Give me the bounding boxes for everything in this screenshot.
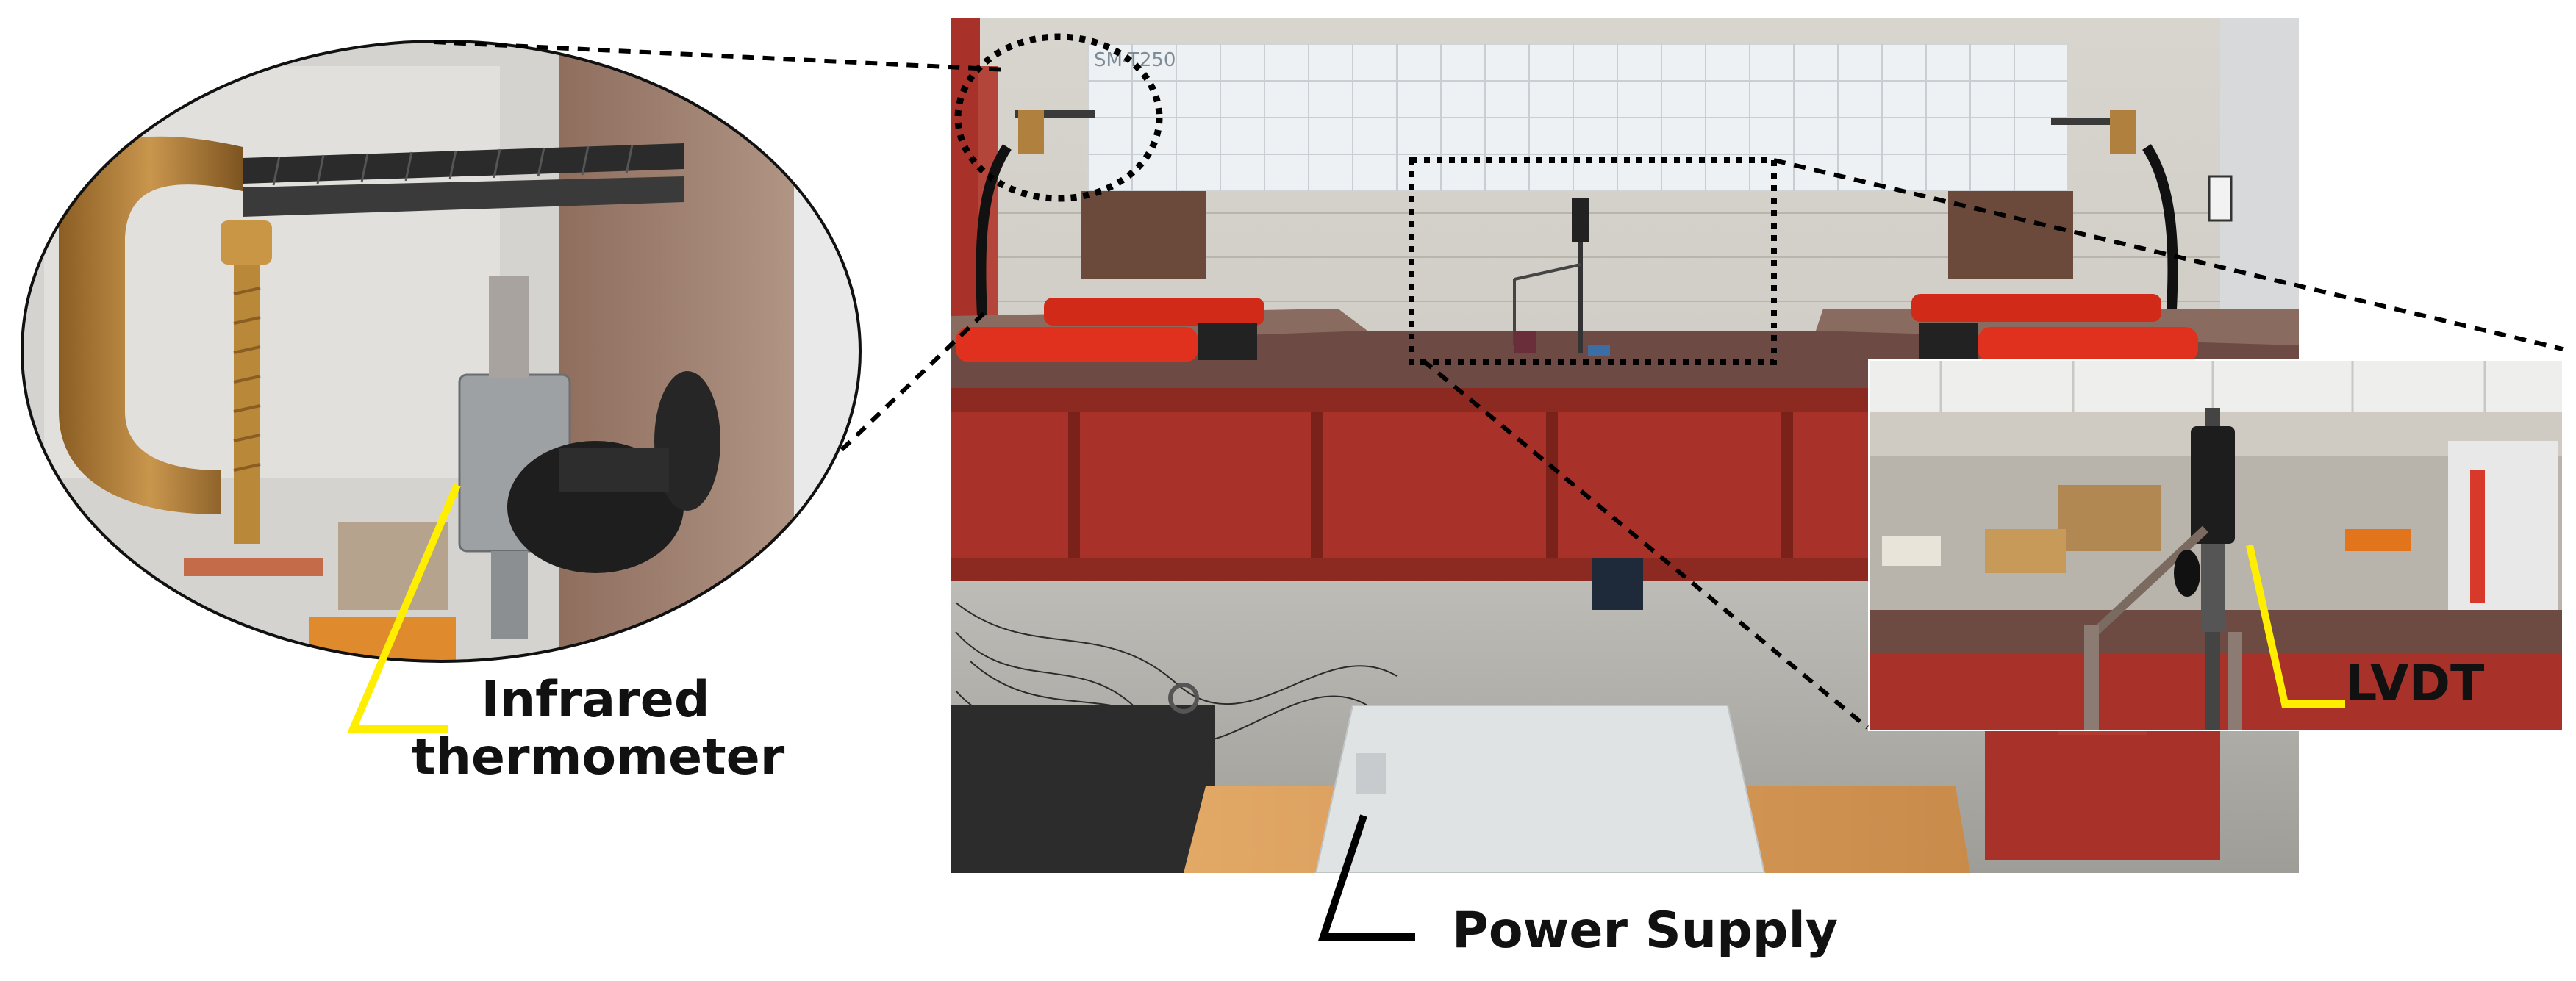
c-clamp-icon [58,136,323,576]
power-supply-pointer-arrow [1318,814,1415,941]
infrared-label-line2: thermometer [412,728,785,787]
power-supply-box [1314,705,1766,873]
lvdt-sensor-icon [2084,408,2242,730]
zoom-rectangle-icon [1409,157,1777,365]
infrared-pointer-arrow [347,484,461,733]
lvdt-pointer-arrow [2246,544,2345,708]
lvdt-closeup-photo [1869,360,2563,730]
infrared-closeup-photo [22,41,860,661]
infrared-label-line1: Infrared [481,671,710,729]
lvdt-label: LVDT [2345,655,2485,713]
specimen-panel: SM-T250 [1087,43,2068,192]
infrared-sensor-icon [458,276,720,639]
power-supply-label: Power Supply [1452,902,1839,960]
zoom-connector-lines [433,40,2564,730]
infrared-thermometer-label: Infrared thermometer [412,671,785,787]
zoom-ellipse-icon [954,33,1163,202]
